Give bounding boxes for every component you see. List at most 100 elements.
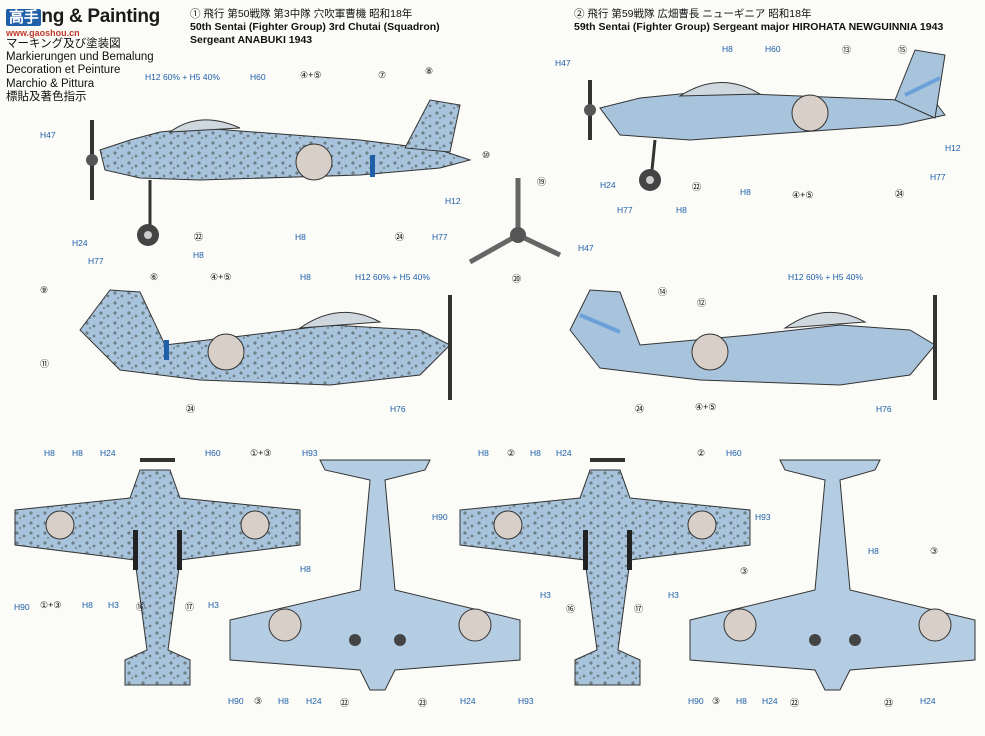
decal-callout: ② (697, 448, 706, 458)
lang-jp: マーキング及び塗装図 (6, 38, 121, 50)
color-callout: H8 (722, 44, 733, 54)
decal-callout: ㉔ (895, 189, 905, 199)
color-callout: H12 60% + H5 40% (355, 272, 430, 282)
color-callout: H90 (688, 696, 704, 706)
color-callout: H60 (205, 448, 221, 458)
decal-callout: ③ (740, 566, 749, 576)
decal-callout: ④+⑤ (300, 70, 322, 80)
aircraft-2-top-view (459, 458, 751, 686)
color-callout: H24 (460, 696, 476, 706)
decal-callout: ⑮ (898, 45, 908, 55)
color-callout: H24 (100, 448, 116, 458)
scheme-1-line2: Sergeant ANABUKI 1943 (190, 34, 313, 46)
color-callout: H8 (300, 272, 311, 282)
decal-callout: ㉓ (418, 698, 428, 708)
color-callout: H76 (390, 404, 406, 414)
lang-fr: Decoration et Peinture (6, 64, 121, 77)
color-callout: H77 (617, 205, 633, 215)
color-callout: H3 (108, 600, 119, 610)
color-callout: H90 (228, 696, 244, 706)
decal-callout: ⑰ (634, 604, 644, 614)
color-callout: H8 (740, 187, 751, 197)
decal-callout: ⑩ (482, 150, 491, 160)
decal-callout: ㉔ (635, 404, 645, 414)
decal-callout: ⑧ (425, 66, 434, 76)
decal-callout: ⑳ (512, 274, 522, 284)
decal-callout: ④+⑤ (210, 272, 232, 282)
color-callout: H24 (600, 180, 616, 190)
color-callout: H12 (445, 196, 461, 206)
color-callout: H24 (72, 238, 88, 248)
decal-callout: ⑭ (658, 287, 668, 297)
color-callout: H93 (518, 696, 534, 706)
scheme-2-jp: 飛行 第59戦隊 広畑曹長 ニューギニア 昭和18年 (587, 8, 812, 20)
color-callout: H8 (676, 205, 687, 215)
decal-callout: ③ (712, 696, 721, 706)
scheme-1-heading: ① 飛行 第50戦隊 第3中隊 穴吹軍曹機 昭和18年 50th Sentai … (190, 8, 440, 47)
aircraft-2-right-profile (569, 289, 937, 400)
decal-callout: ⑨ (40, 285, 49, 295)
decal-callout: ㉒ (790, 698, 800, 708)
decal-callout: ①+③ (40, 600, 62, 610)
decal-callout: ①+③ (250, 448, 272, 458)
color-callout: H60 (726, 448, 742, 458)
color-callout: H60 (250, 72, 266, 82)
aircraft-1-top-view (14, 458, 301, 686)
color-callout: H12 (945, 143, 961, 153)
scheme-2-heading: ② 飛行 第59戦隊 広畑曹長 ニューギニア 昭和18年 59th Sentai… (574, 8, 943, 34)
color-callout: H90 (432, 512, 448, 522)
color-callout: H93 (302, 448, 318, 458)
color-callout: H77 (432, 232, 448, 242)
decal-callout: ② (507, 448, 516, 458)
decal-callout: ⑬ (842, 45, 852, 55)
color-callout: H8 (193, 250, 204, 260)
color-callout: H24 (306, 696, 322, 706)
color-callout: H47 (555, 58, 571, 68)
color-callout: H8 (278, 696, 289, 706)
color-callout: H24 (920, 696, 936, 706)
color-callout: H8 (82, 600, 93, 610)
color-callout: H47 (578, 243, 594, 253)
decal-callout: ⑰ (185, 602, 195, 612)
color-callout: H77 (930, 172, 946, 182)
color-callout: H77 (88, 256, 104, 266)
color-callout: H47 (40, 130, 56, 140)
color-callout: H3 (540, 590, 551, 600)
aircraft-1-right-profile (79, 289, 452, 400)
scheme-2-number: ② (574, 8, 585, 20)
decal-callout: ④+⑤ (792, 190, 814, 200)
decal-callout: ㉒ (340, 698, 350, 708)
decal-callout: ⑦ (378, 70, 387, 80)
decal-callout: ㉔ (186, 404, 196, 414)
lang-cn: 標貼及著色指示 (6, 90, 87, 103)
decal-callout: ㉔ (395, 232, 405, 242)
decal-callout: ⑲ (537, 177, 547, 187)
color-callout: H90 (14, 602, 30, 612)
color-callout: H12 60% + H5 40% (788, 272, 863, 282)
aircraft-2-left-profile (584, 49, 946, 191)
scheme-1-jp: 飛行 第50戦隊 第3中隊 穴吹軍曹機 昭和18年 (203, 8, 413, 20)
aircraft-1-left-profile (86, 99, 472, 246)
scheme-1-number: ① (190, 8, 201, 20)
decal-callout: ③ (254, 696, 263, 706)
decal-callout: ㉒ (692, 182, 702, 192)
scheme-1-line1: 50th Sentai (Fighter Group) 3rd Chutai (… (190, 21, 440, 33)
language-list: マーキング及び塗装図 Markierungen und Bemalung Dec… (6, 38, 154, 104)
lang-it: Marchio & Pittura (6, 77, 95, 90)
decal-callout: ⑫ (697, 298, 707, 308)
color-callout: H3 (208, 600, 219, 610)
site-logo: 高手 (6, 9, 42, 26)
scheme-2-line1: 59th Sentai (Fighter Group) Sergeant maj… (574, 21, 944, 33)
color-callout: H3 (668, 590, 679, 600)
decal-callout: ㉒ (194, 232, 204, 242)
decal-callout: ③ (930, 546, 939, 556)
decal-callout: ㉓ (884, 698, 894, 708)
lang-de: Markierungen und Bemalung (6, 51, 154, 64)
decal-callout: ⑯ (136, 602, 146, 612)
color-callout: H8 (300, 564, 311, 574)
color-callout: H8 (478, 448, 489, 458)
color-callout: H76 (876, 404, 892, 414)
aircraft-1-bottom-view (229, 459, 521, 691)
